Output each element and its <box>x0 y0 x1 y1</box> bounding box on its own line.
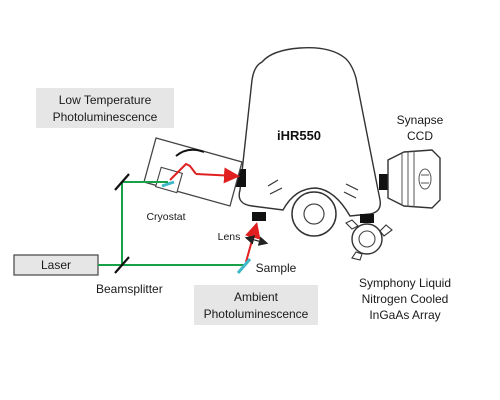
symphony-label-line3: InGaAs Array <box>369 308 440 322</box>
exit-port-right <box>379 174 388 190</box>
sample-optic <box>236 258 252 274</box>
beamsplitter-optic <box>114 256 130 274</box>
svg-text:Ambient: Ambient <box>234 290 279 304</box>
svg-text:Low Temperature: Low Temperature <box>59 93 152 107</box>
cryostat: Cryostat <box>143 137 243 223</box>
sample-label: Sample <box>256 261 297 275</box>
cryostat-label: Cryostat <box>146 211 185 223</box>
exit-port-lower <box>360 214 374 223</box>
synapse-ccd-detector: Synapse CCD <box>387 113 444 209</box>
symphony-label-line2: Nitrogen Cooled <box>362 292 449 306</box>
laser-source: Laser <box>13 254 99 276</box>
beamsplitter-label: Beamsplitter <box>96 282 163 296</box>
lens-label: Lens <box>218 231 241 243</box>
exit-port-bottom <box>252 212 266 221</box>
upper-mirror <box>114 173 130 191</box>
ambient-pl-label: Ambient Photoluminescence <box>194 285 318 325</box>
synapse-label-line1: Synapse <box>397 113 444 127</box>
grating-turret <box>291 191 337 237</box>
laser-label: Laser <box>41 258 71 272</box>
svg-text:Photoluminescence: Photoluminescence <box>53 110 158 124</box>
synapse-label-line2: CCD <box>407 129 433 143</box>
spectrometer-label: iHR550 <box>277 128 321 143</box>
symphony-label-line1: Symphony Liquid <box>359 276 451 290</box>
lens-indicator: Lens <box>218 231 269 246</box>
symphony-ingaas-detector: Symphony Liquid Nitrogen Cooled InGaAs A… <box>345 219 451 322</box>
low-temperature-pl-label: Low Temperature Photoluminescence <box>36 88 174 128</box>
svg-text:Photoluminescence: Photoluminescence <box>204 307 309 321</box>
